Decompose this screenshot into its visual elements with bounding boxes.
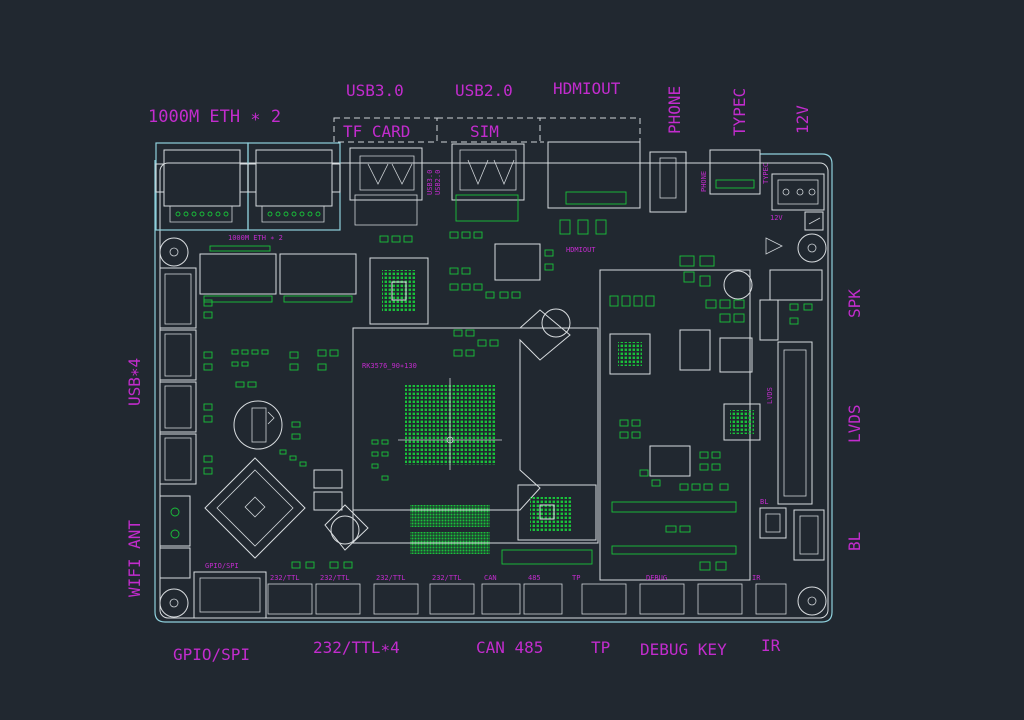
wifi-antenna-area — [159, 495, 191, 579]
silk-ttl-2: 232/TTL — [320, 574, 350, 582]
label-hdmiout: HDMIOUT — [553, 79, 621, 98]
left-components — [204, 349, 343, 559]
label-eth: 1000M ETH ∗ 2 — [148, 107, 281, 127]
silk-can: CAN — [484, 574, 497, 582]
label-tf-card: TF CARD — [343, 122, 410, 141]
silk-12v: 12V — [770, 214, 783, 222]
silk-bl: BL — [760, 498, 768, 506]
label-usb20: USB2.0 — [455, 81, 513, 100]
label-typec: TYPEC — [730, 88, 749, 136]
label-spk: SPK — [845, 289, 864, 318]
label-bl: BL — [845, 532, 864, 551]
silk-ttl-4: 232/TTL — [432, 574, 462, 582]
label-tp: TP — [591, 638, 610, 657]
silk-ir: IR — [752, 574, 761, 582]
silk-typec: TYPEC — [762, 163, 770, 184]
external-labels: 1000M ETH ∗ 2 USB3.0 USB2.0 HDMIOUT TF C… — [125, 79, 864, 664]
label-sim: SIM — [470, 122, 499, 141]
silk-485: 485 — [528, 574, 541, 582]
mounting-holes — [159, 233, 827, 618]
label-lvds: LVDS — [845, 404, 864, 443]
silk-lvds: LVDS — [766, 387, 774, 404]
silk-phone: PHONE — [700, 171, 708, 192]
memory-chips — [199, 245, 357, 303]
silk-soc: RK3576_90∗130 — [362, 362, 417, 370]
label-232-ttl-4: 232/TTL∗4 — [313, 638, 400, 657]
label-usb30: USB3.0 — [346, 81, 404, 100]
right-components: LVDS BL — [599, 237, 825, 581]
silk-usb30: USB3.0 — [426, 170, 434, 195]
top-connectors: USB3.0 USB2.0 PHONE TYPEC 12V HDMIOUT — [349, 141, 825, 254]
label-can-485: CAN 485 — [476, 638, 543, 657]
label-usb4: USB∗4 — [125, 358, 144, 406]
label-12v: 12V — [793, 105, 812, 134]
silk-ttl-1: 232/TTL — [270, 574, 300, 582]
middle-top-components — [371, 219, 607, 481]
silk-usb20: USB2.0 — [434, 170, 442, 195]
silk-eth: 1000M ETH ∗ 2 — [228, 234, 283, 242]
silk-hdmiout: HDMIOUT — [566, 246, 596, 254]
soc-area: RK3576_90∗130 — [324, 257, 599, 554]
silk-debug: DEBUG — [646, 574, 667, 582]
silk-gpio-spi: GPIO/SPI — [205, 562, 239, 570]
label-wifi-ant: WIFI ANT — [125, 520, 144, 597]
label-ir: IR — [761, 636, 781, 655]
label-gpio-spi: GPIO/SPI — [173, 645, 250, 664]
silk-tp: TP — [572, 574, 580, 582]
label-phone: PHONE — [665, 86, 684, 134]
silk-ttl-3: 232/TTL — [376, 574, 406, 582]
label-debug-key: DEBUG KEY — [640, 640, 727, 659]
bottom-connectors: GPIO/SPI 232/TTL 232/TTL 232/TTL 232/TTL… — [193, 549, 787, 619]
usb-stack — [159, 267, 213, 485]
ethernet-jacks: 1000M ETH ∗ 2 — [155, 142, 341, 242]
